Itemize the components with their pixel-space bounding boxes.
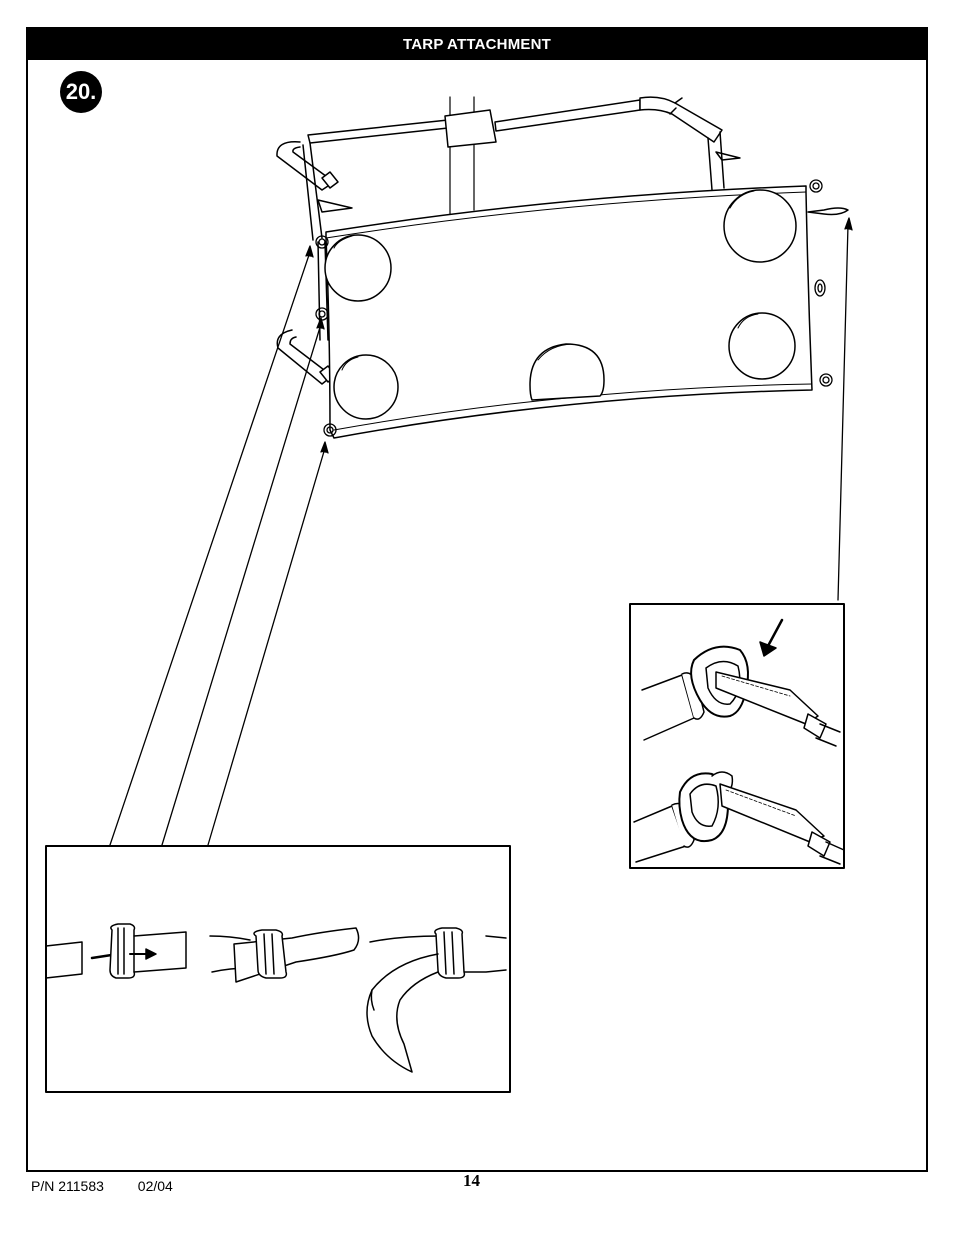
revision-date: 02/04 xyxy=(138,1178,173,1194)
footer-info: P/N 211583 02/04 xyxy=(31,1178,173,1194)
snap-hook-detail xyxy=(630,604,844,868)
page-number: 14 xyxy=(463,1171,480,1191)
part-number: P/N 211583 xyxy=(31,1178,104,1194)
tarp-panel xyxy=(316,180,848,438)
strap-buckle-detail xyxy=(46,846,510,1092)
